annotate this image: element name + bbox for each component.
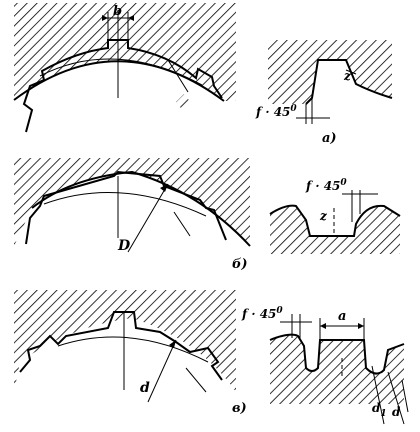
row-b-diameter-arrow (160, 184, 168, 192)
row-b-chamfer-label: f · 450 (305, 178, 347, 193)
row-a-hatched-lower (176, 94, 192, 112)
row-b-diameter-label: D (117, 238, 131, 254)
row-a-leader-line (167, 59, 189, 93)
row-a-detail-view: f · 450 z а) (255, 40, 393, 146)
row-c-diameter-arrow (169, 340, 176, 348)
row-c-inner-contour (57, 336, 209, 363)
row-c-d-leader-2 (401, 379, 409, 413)
row-a-width-arrow-left (102, 15, 108, 21)
row-c-outer-diameter-label: d (392, 405, 401, 419)
row-c-d1-leader (371, 365, 385, 425)
row-c-leader-line (185, 367, 207, 393)
row-a-hatched-body (14, 3, 236, 101)
row-c-hatched-body (14, 290, 236, 392)
row-b-caption: б) (232, 257, 248, 272)
row-c-inner-diameter-label: d1 (372, 401, 387, 419)
row-a-radius-leader (345, 69, 357, 75)
row-a-detail-contour (305, 59, 393, 105)
row-b-hatched-body (14, 158, 250, 246)
row-b-inner-contour (43, 191, 207, 217)
row-a-radius-label: z (343, 69, 352, 83)
row-a-caption: а) (322, 131, 337, 146)
row-a-chamfer-label: f · 450 (255, 104, 297, 119)
row-b-spline-profile (25, 170, 227, 245)
row-c-d-leader (387, 371, 405, 425)
row-b-shaft-view: D (14, 158, 251, 254)
row-b-diameter-leader (127, 183, 169, 253)
row-b-detail-view: f · 450 z б) (232, 178, 401, 272)
row-b-detail-hatched (270, 205, 400, 254)
row-b-leader-line (173, 211, 191, 237)
row-c-caption: в) (232, 401, 247, 416)
row-a-width-arrow-right (128, 15, 134, 21)
row-c-width-label: a (338, 309, 346, 324)
row-c-detail-hatched (270, 334, 404, 404)
row-b-radius-label: z (319, 209, 328, 223)
row-c-shaft-view: d (14, 290, 236, 403)
row-c-width-arrow-left (320, 323, 326, 329)
row-a-shaft-view: b (13, 3, 236, 133)
row-b-detail-contour (269, 204, 401, 237)
row-c-chamfer-label: f · 450 (241, 306, 283, 321)
row-c-detail-view: f · 450 a d1 d в) (232, 306, 409, 425)
row-c-diameter-leader (147, 339, 177, 403)
row-c-diameter-label: d (140, 380, 150, 396)
row-c-width-arrow-right (358, 323, 364, 329)
row-a-detail-hatched (268, 40, 392, 104)
row-c-detail-contour (269, 333, 405, 375)
row-a-width-label: b (113, 4, 122, 19)
